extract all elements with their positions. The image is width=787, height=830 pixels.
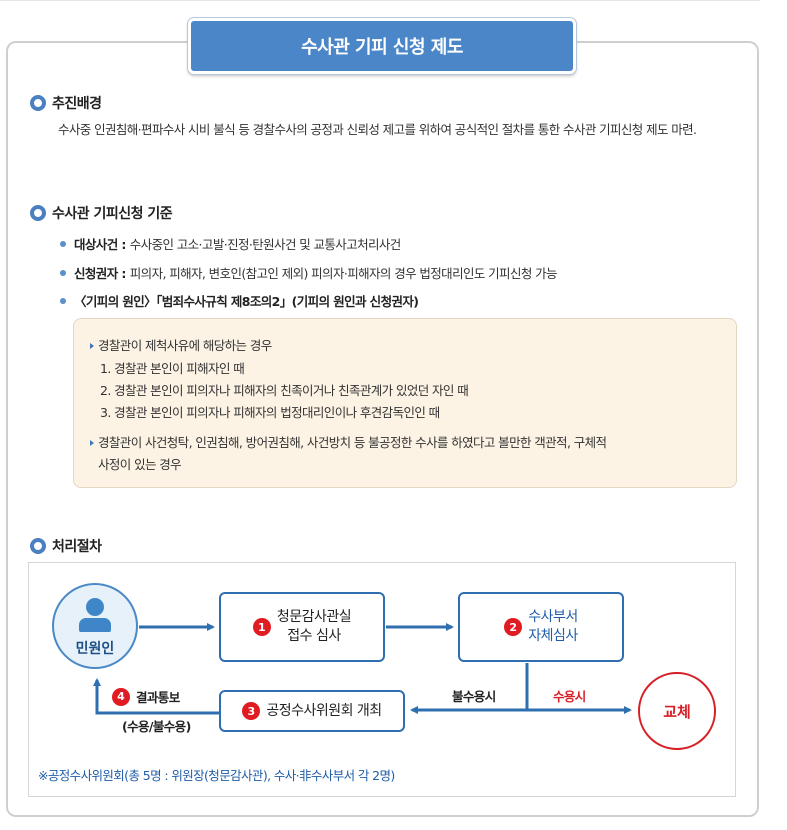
- section-title: 처리절차: [52, 539, 102, 555]
- ring-bullet-icon: [30, 95, 46, 111]
- section-procedure-heading: 처리절차: [30, 536, 102, 556]
- section-title: 수사관 기피신청 기준: [52, 206, 173, 222]
- dot-bullet-icon: [60, 240, 66, 247]
- background-text: 수사중 인권침해·편파수사 시비 불식 등 경찰수사의 공정과 신뢰성 제고를 …: [58, 122, 697, 137]
- step-1-line-2: 접수 심사: [287, 628, 341, 644]
- petitioner-label: 민원인: [75, 641, 115, 657]
- criteria-text: 수사중인 고소·고발·진정·탄원사건 및 교통사고처리사건: [129, 237, 402, 252]
- ring-bullet-icon: [30, 205, 46, 221]
- step-1-box: 1 청문감사관실 접수 심사: [219, 592, 385, 662]
- step-number-badge: 3: [242, 702, 261, 720]
- criteria-label: 대상사건 :: [74, 237, 126, 252]
- triangle-bullet-icon: [90, 343, 94, 349]
- replace-node: 교체: [638, 672, 716, 750]
- criteria-item-target: 대상사건 : 수사중인 고소·고발·진정·탄원사건 및 교통사고처리사건: [60, 234, 401, 253]
- person-icon: [86, 598, 104, 616]
- section-title: 추진배경: [52, 96, 102, 112]
- note-case-2: 경찰관이 사건청탁, 인권침해, 방어권침해, 사건방치 등 불공정한 수사를 …: [90, 432, 607, 451]
- step-number-badge: 4: [112, 687, 130, 706]
- page-title: 수사관 기피 신청 제도: [188, 18, 576, 74]
- step-3-box: 3 공정수사위원회 개최: [219, 690, 405, 732]
- accept-label: 수용시: [553, 689, 586, 704]
- note-sub-item: 1. 경찰관 본인이 피해자인 때: [100, 361, 245, 376]
- step-number-badge: 1: [252, 618, 271, 636]
- note-case-2-text: 경찰관이 사건청탁, 인권침해, 방어권침해, 사건방치 등 불공정한 수사를 …: [98, 435, 607, 450]
- step-2-line-2: 자체심사: [528, 628, 578, 644]
- step-number-badge: 2: [504, 618, 523, 636]
- note-sub-item: 3. 경찰관 본인이 피의자나 피해자의 법정대리인이나 후견감독인인 때: [100, 405, 440, 420]
- ring-bullet-icon: [30, 538, 46, 554]
- criteria-label: 〈기피의 원인〉「범죄수사규칙 제8조의2」(기피의 원인과 신청권자): [74, 294, 419, 309]
- criteria-item-applicant: 신청권자 : 피의자, 피해자, 변호인(참고인 제외) 피의자·피해자의 경우…: [60, 263, 558, 282]
- note-case-2-cont: 사정이 있는 경우: [98, 457, 182, 472]
- dot-bullet-icon: [60, 297, 66, 304]
- note-sub-item: 2. 경찰관 본인이 피의자나 피해자의 친족이거나 친족관계가 있었던 자인 …: [100, 383, 469, 398]
- person-icon-body: [79, 618, 111, 632]
- criteria-label: 신청권자 :: [74, 266, 126, 281]
- note-case-1-text: 경찰관이 제척사유에 해당하는 경우: [98, 338, 272, 353]
- arrow-up-icon: [93, 678, 219, 715]
- step-2-box: 2 수사부서 자체심사: [458, 592, 624, 662]
- criteria-text: 피의자, 피해자, 변호인(참고인 제외) 피의자·피해자의 경우 법정대리인도…: [129, 266, 558, 281]
- criteria-item-cause: 〈기피의 원인〉「범죄수사규칙 제8조의2」(기피의 원인과 신청권자): [60, 291, 422, 310]
- note-case-1: 경찰관이 제척사유에 해당하는 경우: [90, 335, 272, 354]
- step-4-sub: (수용/불수용): [122, 719, 191, 734]
- top-divider: [0, 0, 760, 1]
- step-4-label: 결과통보: [136, 690, 180, 705]
- step-2-line-1: 수사부서: [528, 609, 578, 625]
- step-4-result: 4 결과통보: [112, 687, 180, 706]
- cause-note-box: 경찰관이 제척사유에 해당하는 경우 1. 경찰관 본인이 피해자인 때 2. …: [73, 318, 737, 488]
- step-3-label: 공정수사위원회 개최: [266, 702, 382, 719]
- section-background-heading: 추진배경: [30, 93, 102, 113]
- reject-label: 불수용시: [452, 689, 496, 704]
- section-criteria-heading: 수사관 기피신청 기준: [30, 203, 173, 223]
- dot-bullet-icon: [60, 269, 66, 276]
- triangle-bullet-icon: [90, 440, 94, 446]
- petitioner-node: 민원인: [52, 583, 138, 669]
- step-1-line-1: 청문감사관실: [276, 609, 352, 625]
- committee-footnote: ※공정수사위원회(총 5명 : 위원장(청문감사관), 수사·非수사부서 각 2…: [38, 768, 395, 783]
